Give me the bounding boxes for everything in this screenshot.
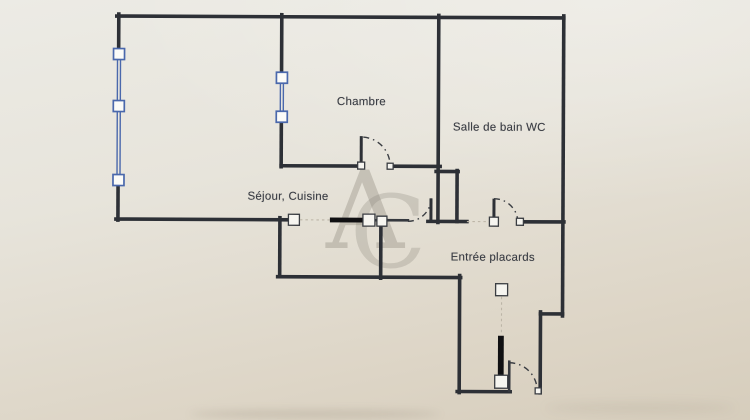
entrance-door-swing-arc (509, 362, 538, 391)
bathroom-door-strike (515, 217, 525, 226)
window-chambre-post-bottom (275, 110, 289, 124)
sliding-door-panel (329, 217, 365, 223)
chambre-door-strike (386, 162, 394, 170)
bathroom-door-hinge (488, 216, 500, 227)
placard-post-top (494, 283, 509, 297)
window-left-glazing (116, 54, 122, 181)
window-left-post-top (112, 47, 126, 61)
bathroom-door (466, 197, 525, 227)
wall-right (560, 14, 566, 318)
wall-chambre-bath-divider (436, 13, 441, 225)
paper-shadow-bottom-right (545, 403, 735, 413)
chambre-door-hinge (356, 161, 366, 170)
wall-entree-west (457, 273, 462, 395)
sejour-entree-door (407, 198, 433, 222)
window-chambre-post-top (275, 71, 289, 85)
sejour-sliding-door (287, 213, 388, 227)
window-left-post-middle (112, 99, 126, 113)
sliding-door-post-right (362, 213, 376, 227)
wall-top (114, 14, 566, 20)
room-label-sejour-cuisine: Séjour, Cuisine (247, 190, 329, 203)
room-label-chambre: Chambre (336, 95, 386, 109)
sliding-door-post-left (287, 213, 301, 226)
chambre-door (356, 136, 394, 170)
window-chambre-west-glazing (279, 77, 285, 117)
sejour-entree-door-swing-arc (407, 198, 432, 222)
room-label-salle-de-bain: Salle de bain WC (452, 121, 546, 134)
window-left-post-bottom (112, 173, 125, 187)
interior-walls (279, 12, 566, 280)
exterior-walls (114, 12, 566, 395)
entrance-door-strike (534, 387, 542, 395)
windows (112, 47, 289, 187)
entrance-door-and-placard (494, 283, 542, 395)
wall-sejour-south (114, 217, 291, 222)
alcove-wall-post (376, 215, 388, 227)
wall-bottom (275, 274, 463, 280)
room-label-entree: Entrée placards (450, 251, 535, 264)
chambre-door-swing-arc (363, 136, 391, 166)
entrance-door-panel (497, 335, 504, 379)
entrance-door-hinge-post (494, 374, 509, 389)
paper-shadow-bottom (190, 410, 440, 418)
